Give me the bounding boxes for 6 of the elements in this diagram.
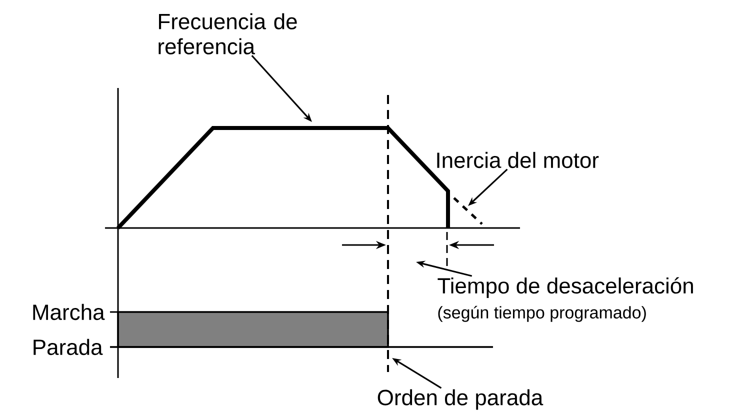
annotation-text: Frecuencia de referencia — [158, 13, 297, 54]
axis-label: Marcha — [33, 304, 105, 320]
annotation-text: Tiempo de desaceleración (según tiempo programado) — [438, 277, 693, 322]
axis-label: Parada — [34, 338, 103, 356]
annotation-text: Orden de parada — [378, 389, 544, 410]
annotation-text: Inercia del motor — [437, 152, 599, 168]
